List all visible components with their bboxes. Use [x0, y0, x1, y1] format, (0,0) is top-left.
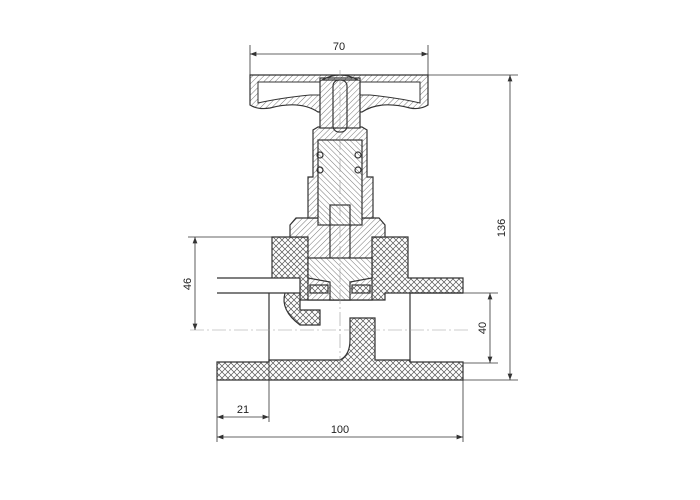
dimension-21: 21 — [216, 362, 270, 442]
valve-handwheel — [249, 74, 429, 133]
dimension-46: 46 — [182, 236, 272, 330]
dimension-70: 70 — [249, 41, 429, 75]
dimension-label: 136 — [496, 219, 508, 237]
dimension-label: 70 — [333, 41, 345, 53]
dimension-136: 136 — [428, 74, 518, 381]
dimension-label: 100 — [331, 424, 349, 436]
dimension-label: 40 — [477, 322, 489, 334]
valve-bonnet — [289, 126, 386, 301]
dimension-40: 40 — [463, 292, 498, 364]
dimension-100: 100 — [217, 380, 464, 442]
dimension-label: 21 — [237, 404, 249, 416]
dimension-label: 46 — [182, 278, 194, 290]
